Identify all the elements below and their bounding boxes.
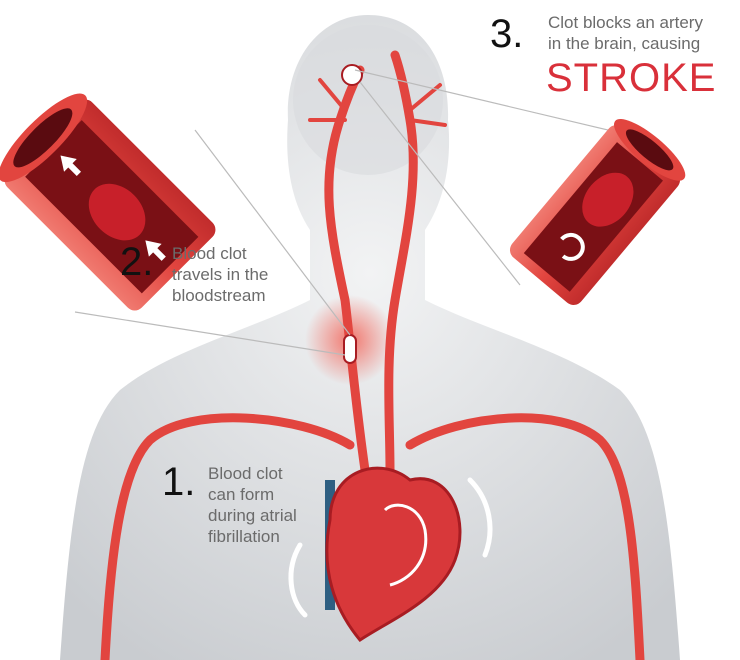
caption-line: Blood clot <box>208 464 283 483</box>
stroke-label: STROKE <box>546 56 717 100</box>
caption-line: travels in the <box>172 265 269 284</box>
step-1-number: 1. <box>162 460 196 504</box>
vessel-blocked-clot <box>509 119 686 305</box>
step-2-number: 2. <box>120 240 154 284</box>
flow-arrow-icon <box>60 155 166 261</box>
arteries <box>100 50 645 660</box>
caption-line: Clot blocks an artery <box>548 13 703 32</box>
caption-line: can form <box>208 485 275 504</box>
caption-line: bloodstream <box>172 286 266 305</box>
vessel-traveling-clot <box>0 93 216 311</box>
caption-line: during atrial <box>208 506 297 525</box>
step-1-caption: Blood clot can form during atrial fibril… <box>208 463 297 547</box>
brain-clot <box>341 64 363 86</box>
heart <box>325 466 462 642</box>
return-arrow-icon <box>560 232 585 261</box>
heartbeat-lines <box>288 477 493 618</box>
neck-clot <box>343 334 357 364</box>
step-3-caption: Clot blocks an artery in the brain, caus… <box>548 12 703 54</box>
step-2-caption: Blood clot travels in the bloodstream <box>172 243 268 306</box>
step-3-number: 3. <box>490 12 524 56</box>
caption-line: Blood clot <box>172 244 247 263</box>
caption-line: fibrillation <box>208 527 280 546</box>
pointer-lines <box>74 69 651 356</box>
caption-line: in the brain, causing <box>548 34 701 53</box>
